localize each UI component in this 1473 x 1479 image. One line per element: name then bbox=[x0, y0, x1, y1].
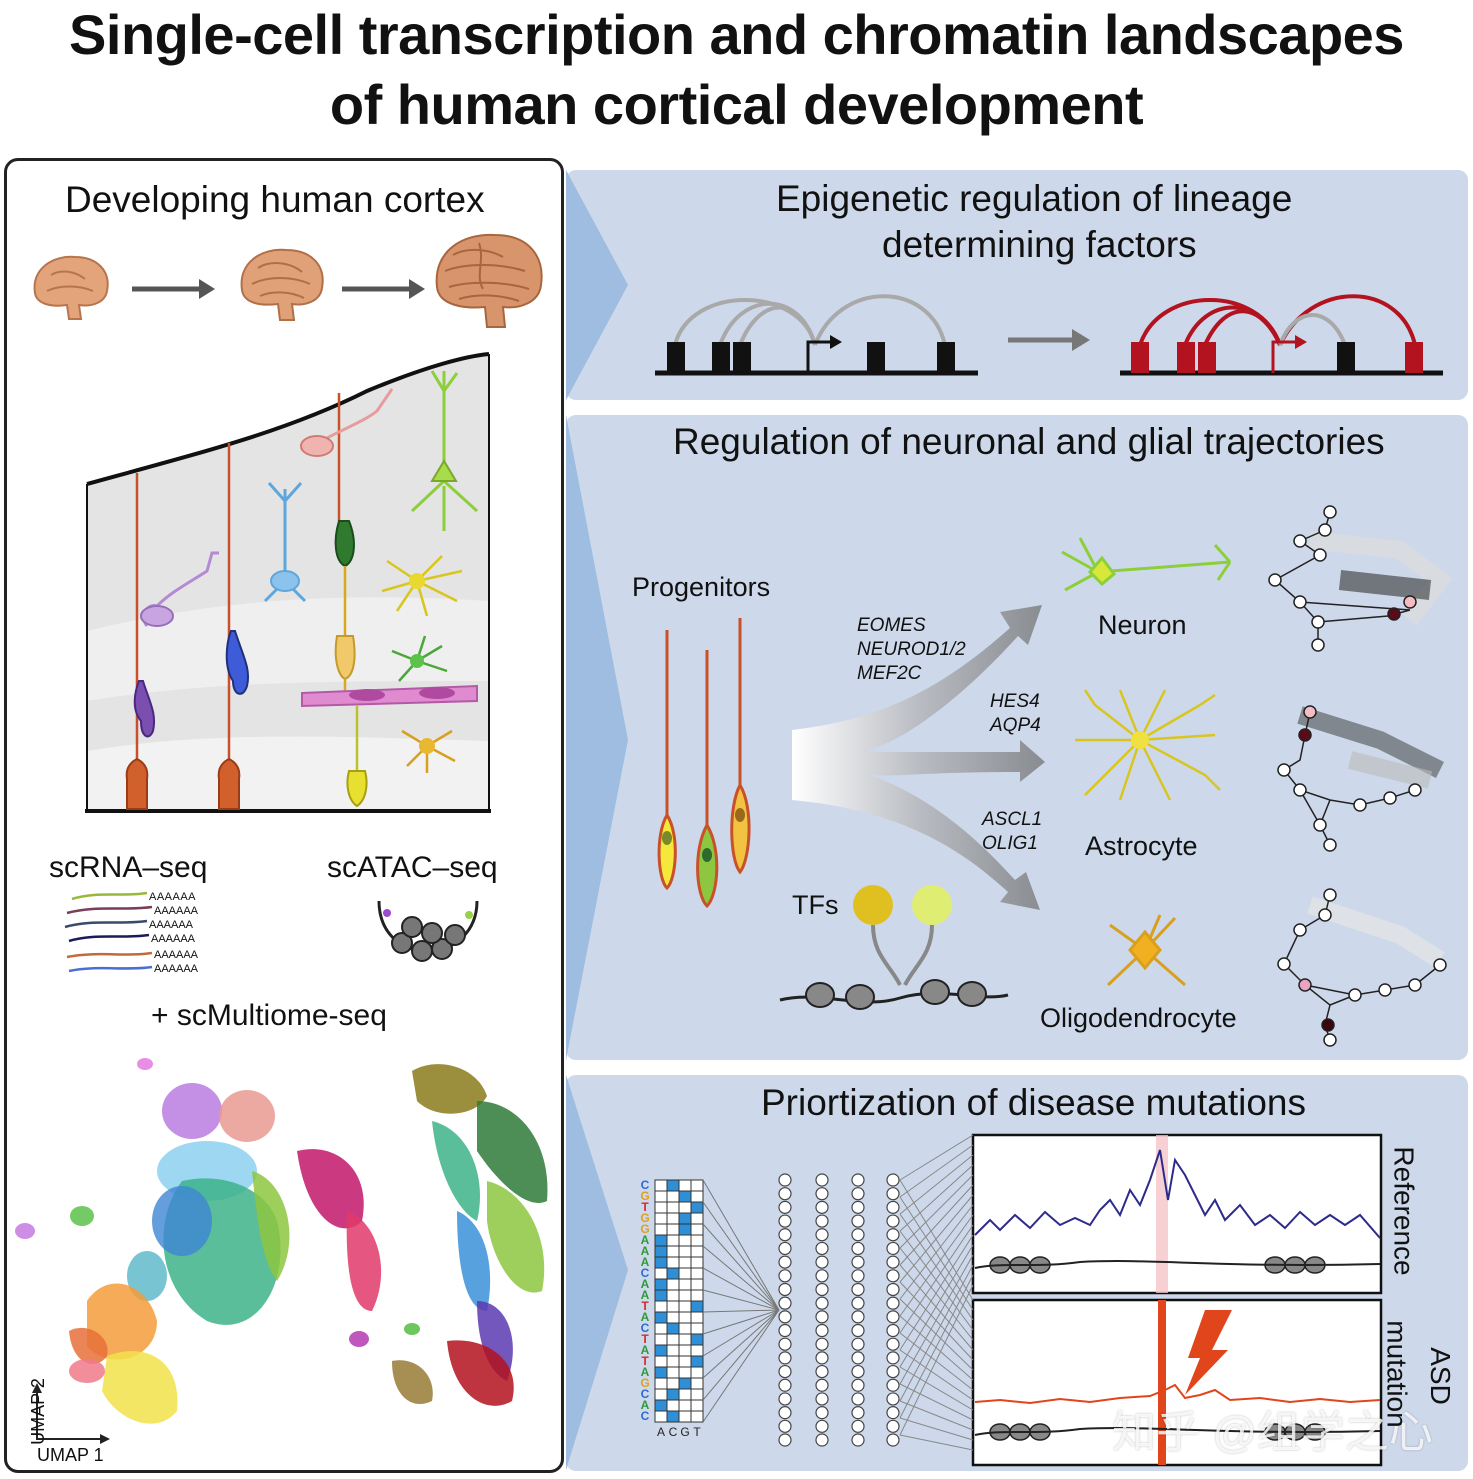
mutations-title: Priortization of disease mutations bbox=[761, 1082, 1306, 1123]
trajectories-title: Regulation of neuronal and glial traject… bbox=[673, 421, 1385, 462]
oligo-gene-2: OLIG1 bbox=[982, 833, 1038, 854]
epigenetic-title-line-1: Epigenetic regulation of lineage bbox=[776, 178, 1293, 219]
astrocyte-label: Astrocyte bbox=[1085, 831, 1198, 861]
umap-rna bbox=[15, 1058, 290, 1424]
developing-cortex-heading: Developing human cortex bbox=[65, 179, 485, 220]
neuron-gene-2: NEUROD1/2 bbox=[857, 639, 966, 660]
scrna-seq-label: scRNA–seq bbox=[49, 851, 208, 884]
poly-a-tail-label: AAAAAA bbox=[149, 919, 194, 931]
poly-a-tail-label: AAAAAA bbox=[154, 905, 199, 917]
scrna-reads bbox=[64, 891, 153, 973]
brain-icon-late bbox=[435, 233, 543, 328]
umap-atac bbox=[297, 1064, 548, 1406]
epigenetic-title-line-2: determining factors bbox=[882, 224, 1197, 265]
scatac-chromatin bbox=[377, 900, 479, 962]
title-line-2: of human cortical development bbox=[329, 73, 1144, 136]
brain-icon-early bbox=[33, 255, 109, 320]
neuron-label: Neuron bbox=[1098, 610, 1187, 640]
astro-gene-2: AQP4 bbox=[990, 715, 1041, 736]
watermark: 知乎 @组学之心 bbox=[1112, 1408, 1433, 1457]
tfs-label: TFs bbox=[792, 890, 839, 920]
neuron-gene-1: EOMES bbox=[857, 615, 926, 636]
left-panel: Developing human cortex bbox=[4, 158, 564, 1473]
reference-label: Reference bbox=[1388, 1146, 1420, 1276]
neuron-gene-3: MEF2C bbox=[857, 663, 922, 684]
poly-a-tail-label: AAAAAA bbox=[154, 949, 199, 961]
umap-y-label: UMAP 2 bbox=[27, 1378, 48, 1445]
poly-a-tail-label: AAAAAA bbox=[151, 933, 196, 945]
umap-axes bbox=[32, 1383, 110, 1444]
multiome-label: + scMultiome-seq bbox=[151, 999, 387, 1032]
progenitors-label: Progenitors bbox=[632, 572, 771, 602]
oligo-gene-1: ASCL1 bbox=[982, 809, 1043, 830]
poly-a-tail-label: AAAAAA bbox=[149, 891, 197, 903]
left-panel-illustration bbox=[15, 233, 548, 1444]
umap-x-label: UMAP 1 bbox=[37, 1445, 104, 1465]
poly-a-tail-label: AAAAAA bbox=[154, 963, 199, 975]
title-line-1: Single-cell transcription and chromatin … bbox=[69, 3, 1404, 66]
astro-gene-1: HES4 bbox=[990, 691, 1040, 712]
figure-title: Single-cell transcription and chromatin … bbox=[0, 0, 1473, 140]
brain-icon-mid bbox=[240, 248, 324, 321]
oligodendrocyte-label: Oligodendrocyte bbox=[1040, 1003, 1237, 1033]
scatac-seq-label: scATAC–seq bbox=[327, 851, 498, 884]
